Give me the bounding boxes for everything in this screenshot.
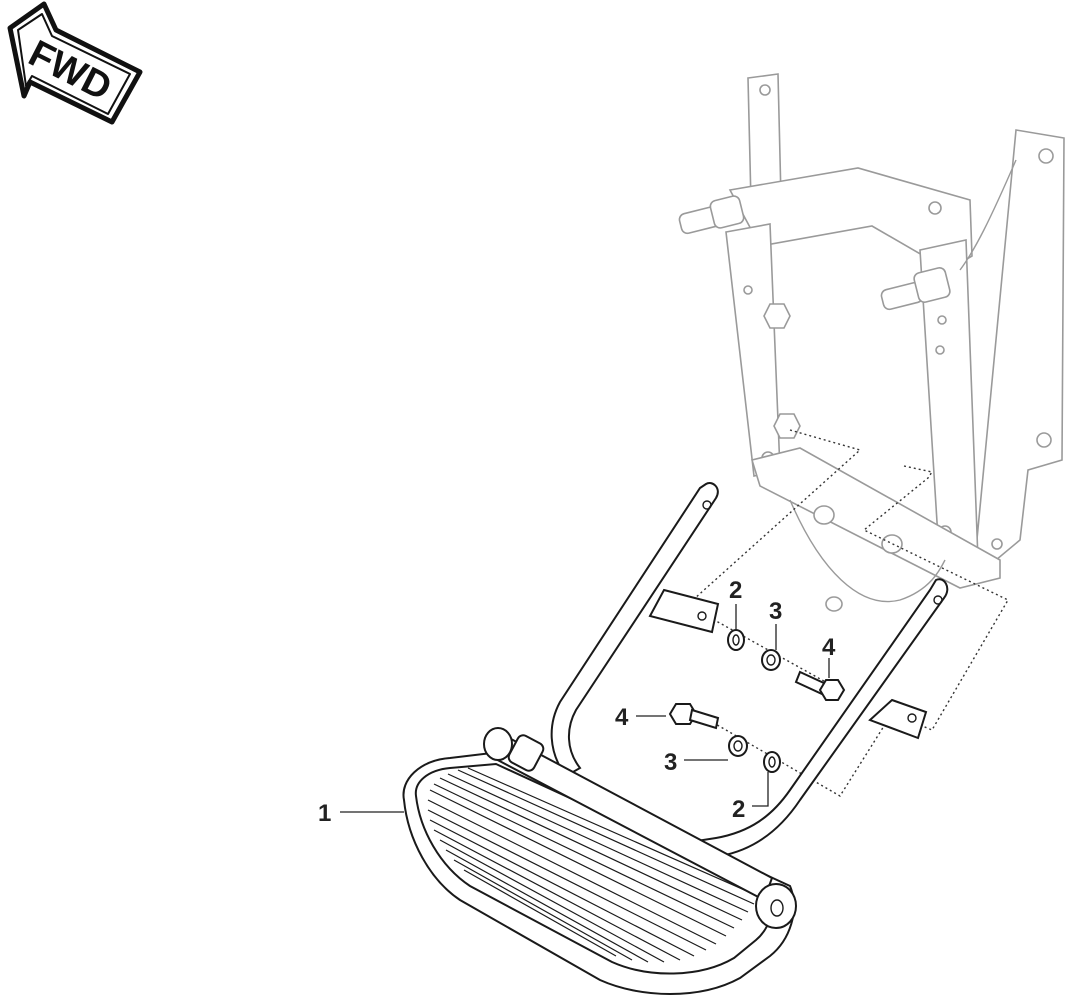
lock-washer-bore [732, 634, 740, 646]
flat-washer-bore [733, 740, 743, 752]
hardware-upper [727, 629, 846, 701]
lock-washer [763, 751, 781, 773]
hex-bolt [668, 703, 720, 730]
callouts: 1 2 3 4 4 3 2 [318, 577, 836, 827]
footplate [402, 727, 797, 995]
bracket-hole [759, 84, 771, 96]
bracket-swing-arc-right [959, 159, 1017, 271]
frame-hole [702, 500, 712, 510]
bracket-right-plate [974, 129, 1065, 566]
bracket-nut [763, 303, 791, 329]
flat-washer [761, 649, 781, 671]
forward-arrow-icon [7, 1, 143, 125]
bracket-hole [937, 315, 947, 325]
callout-4-left: 4 [615, 704, 629, 731]
bracket-bottom-channel [750, 447, 1001, 589]
bracket-hole [935, 345, 945, 355]
hinge-end-cap-left [483, 727, 513, 761]
bracket-hole [1036, 432, 1052, 448]
frame-hole [933, 595, 943, 605]
bracket-hole [743, 285, 753, 295]
callout-3-bottom: 3 [664, 749, 677, 776]
lock-washer-bore [768, 756, 776, 768]
hinge-end-cap-right [755, 883, 797, 929]
forward-arrow-inner-outline [17, 13, 131, 115]
bracket-pivot-pin [825, 596, 843, 612]
footplate-inner [414, 762, 774, 975]
bracket-stud-left [678, 195, 745, 235]
frame-tab-hole [697, 611, 707, 621]
bracket-swing-arc [789, 499, 946, 603]
bracket-hole [1038, 148, 1054, 164]
callout-3-top: 3 [769, 598, 782, 625]
frame-tab-hole [907, 713, 917, 723]
bracket-pivot-pin [813, 505, 835, 525]
callout-2-bottom: 2 [732, 796, 745, 823]
footplate-frame [550, 482, 949, 860]
hardware-lower [668, 703, 781, 773]
callout-2-top: 2 [729, 577, 742, 604]
bracket-left-side [725, 223, 781, 477]
flat-washer [728, 735, 748, 757]
callout-leaders [340, 604, 830, 813]
frame-right-arm [688, 578, 949, 860]
flat-washer-bore [766, 654, 776, 666]
bracket-pivot-pin [881, 534, 903, 554]
hex-bolt [794, 670, 846, 701]
bracket-hole [928, 201, 942, 215]
bracket-stud-right [880, 267, 951, 311]
callout-1: 1 [318, 800, 331, 827]
mounting-bracket-ghost [678, 73, 1065, 612]
hinge-collar [507, 734, 545, 772]
hinge-end-bore [770, 899, 784, 917]
bracket-nut [773, 413, 801, 439]
lock-washer [727, 629, 745, 651]
frame-left-tab [648, 588, 720, 634]
frame-right-tab [868, 698, 928, 740]
bracket-hole [991, 538, 1003, 550]
footplate-tread-grooves [427, 767, 759, 963]
frame-left-arm [550, 482, 719, 778]
fwd-arrow: FWD [7, 1, 143, 125]
callout-4-top: 4 [822, 634, 836, 661]
